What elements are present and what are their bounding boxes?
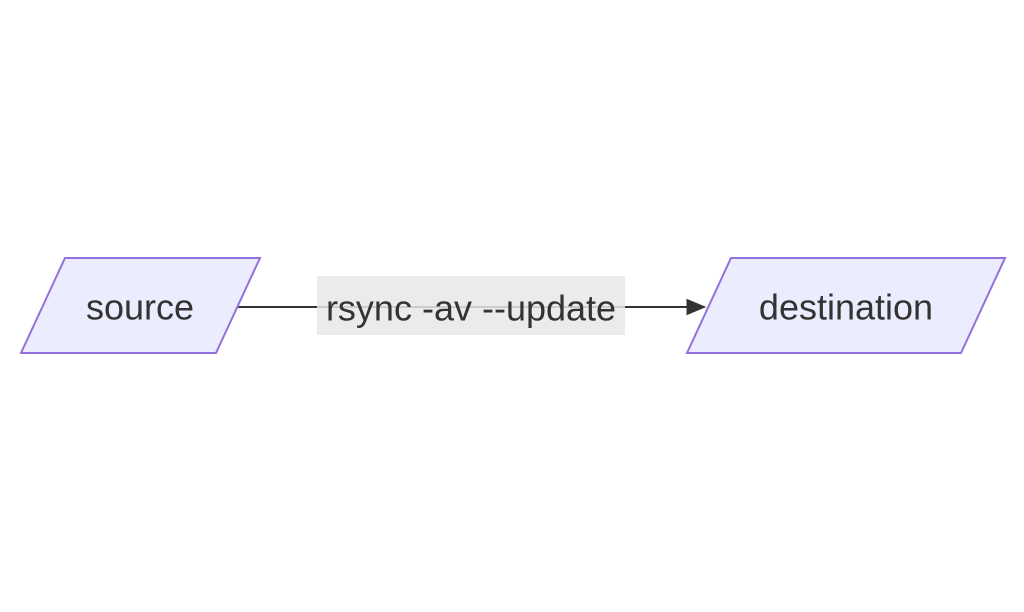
source-parallelogram	[19, 257, 262, 354]
edge-source-destination: rsync -av --update	[238, 276, 707, 335]
node-label-destination: destination	[759, 287, 933, 328]
edge-label: rsync -av --update	[326, 288, 616, 329]
node-destination: destination	[685, 257, 1007, 354]
node-label-source: source	[86, 287, 194, 328]
edge-label-background	[317, 276, 625, 335]
arrowhead-icon	[686, 298, 707, 316]
node-source: source	[19, 257, 262, 354]
destination-parallelogram	[685, 257, 1007, 354]
